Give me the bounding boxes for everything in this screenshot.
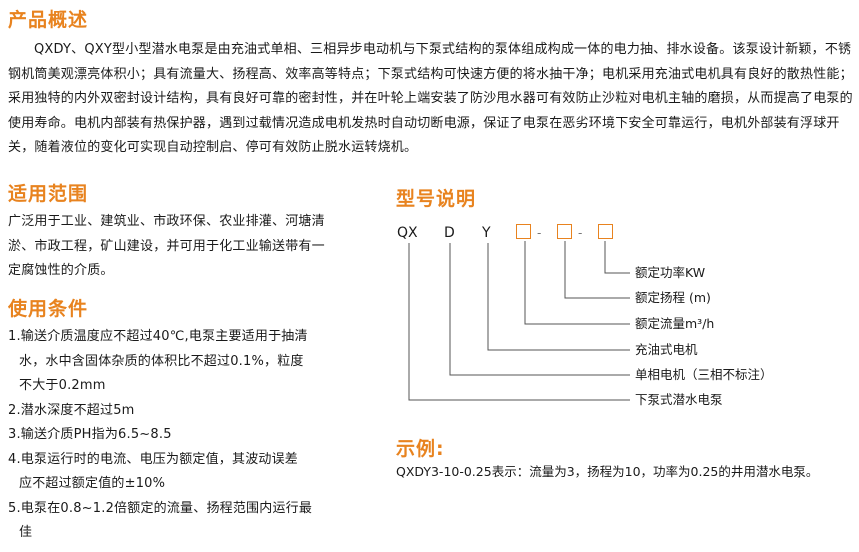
overview-text-content: QXDY、QXY型小型潜水电泵是由充油式单相、三相异步电动机与下泵式结构的泵体组… [8,42,853,155]
scope-title: 适用范围 [8,183,89,205]
model-connector-lines [408,241,630,401]
line-head [564,241,630,299]
model-label-power: 额定功率KW [635,265,706,280]
condition-item: 5.电泵在0.8~1.2倍额定的流量、扬程范围内运行最 佳 [8,497,338,546]
model-diagram: QX D Y - - 额定功率KW 额定扬程 (m) 额定流量m³/h 充油式电… [395,215,855,415]
model-code-d: D [444,225,455,241]
condition-line: 4.电泵运行时的电流、电压为额定值，其波动误差 [8,451,299,467]
model-box-flow [516,224,531,239]
condition-line: 5.电泵在0.8~1.2倍额定的流量、扬程范围内运行最 [8,500,313,516]
line-single-phase [449,243,630,376]
model-label-pump: 下泵式潜水电泵 [635,392,723,407]
model-label-flow: 额定流量m³/h [635,316,715,331]
condition-line: 水，水中含固体杂质的体积比不超过0.1%，粒度 [19,353,304,369]
condition-line: 2.潜水深度不超过5m [8,402,135,418]
line-power [604,241,630,274]
model-box-head [557,224,572,239]
model-dash: - [578,226,583,240]
model-label-single-phase: 单相电机（三相不标注） [635,367,773,382]
model-box-power [598,224,613,239]
model-title: 型号说明 [396,188,477,210]
example-text: QXDY3-10-0.25表示：流量为3，扬程为10，功率为0.25的井用潜水电… [396,464,819,479]
model-code-qx: QX [397,225,418,241]
overview-text: QXDY、QXY型小型潜水电泵是由充油式单相、三相异步电动机与下泵式结构的泵体组… [8,38,854,161]
line-flow [524,241,630,325]
overview-title: 产品概述 [8,9,89,31]
example-title: 示例: [396,438,445,460]
conditions-list: 1.输送介质温度应不超过40℃,电泵主要适用于抽清 水，水中含固体杂质的体积比不… [8,325,338,546]
condition-line: 1.输送介质温度应不超过40℃,电泵主要适用于抽清 [8,329,308,344]
model-label-head: 额定扬程 (m) [635,290,711,305]
condition-line: 佳 [19,525,33,540]
model-dash: - [537,226,542,240]
conditions-title: 使用条件 [8,298,89,320]
condition-line: 应不超过额定值的±10% [19,476,166,491]
condition-line: 3.输送介质PH指为6.5~8.5 [8,427,172,442]
line-pump [408,243,630,401]
condition-item: 4.电泵运行时的电流、电压为额定值，其波动误差 应不超过额定值的±10% [8,448,338,497]
line-oil-motor [487,243,630,351]
condition-item: 1.输送介质温度应不超过40℃,电泵主要适用于抽清 水，水中含固体杂质的体积比不… [8,325,338,399]
condition-item: 2.潜水深度不超过5m [8,399,338,424]
model-label-oil-motor: 充油式电机 [635,342,698,357]
condition-line: 不大于0.2mm [19,378,106,393]
scope-text: 广泛用于工业、建筑业、市政环保、农业排灌、河塘清淤、市政工程，矿山建设，并可用于… [8,214,325,278]
model-code-y: Y [482,225,491,241]
condition-item: 3.输送介质PH指为6.5~8.5 [8,423,338,448]
